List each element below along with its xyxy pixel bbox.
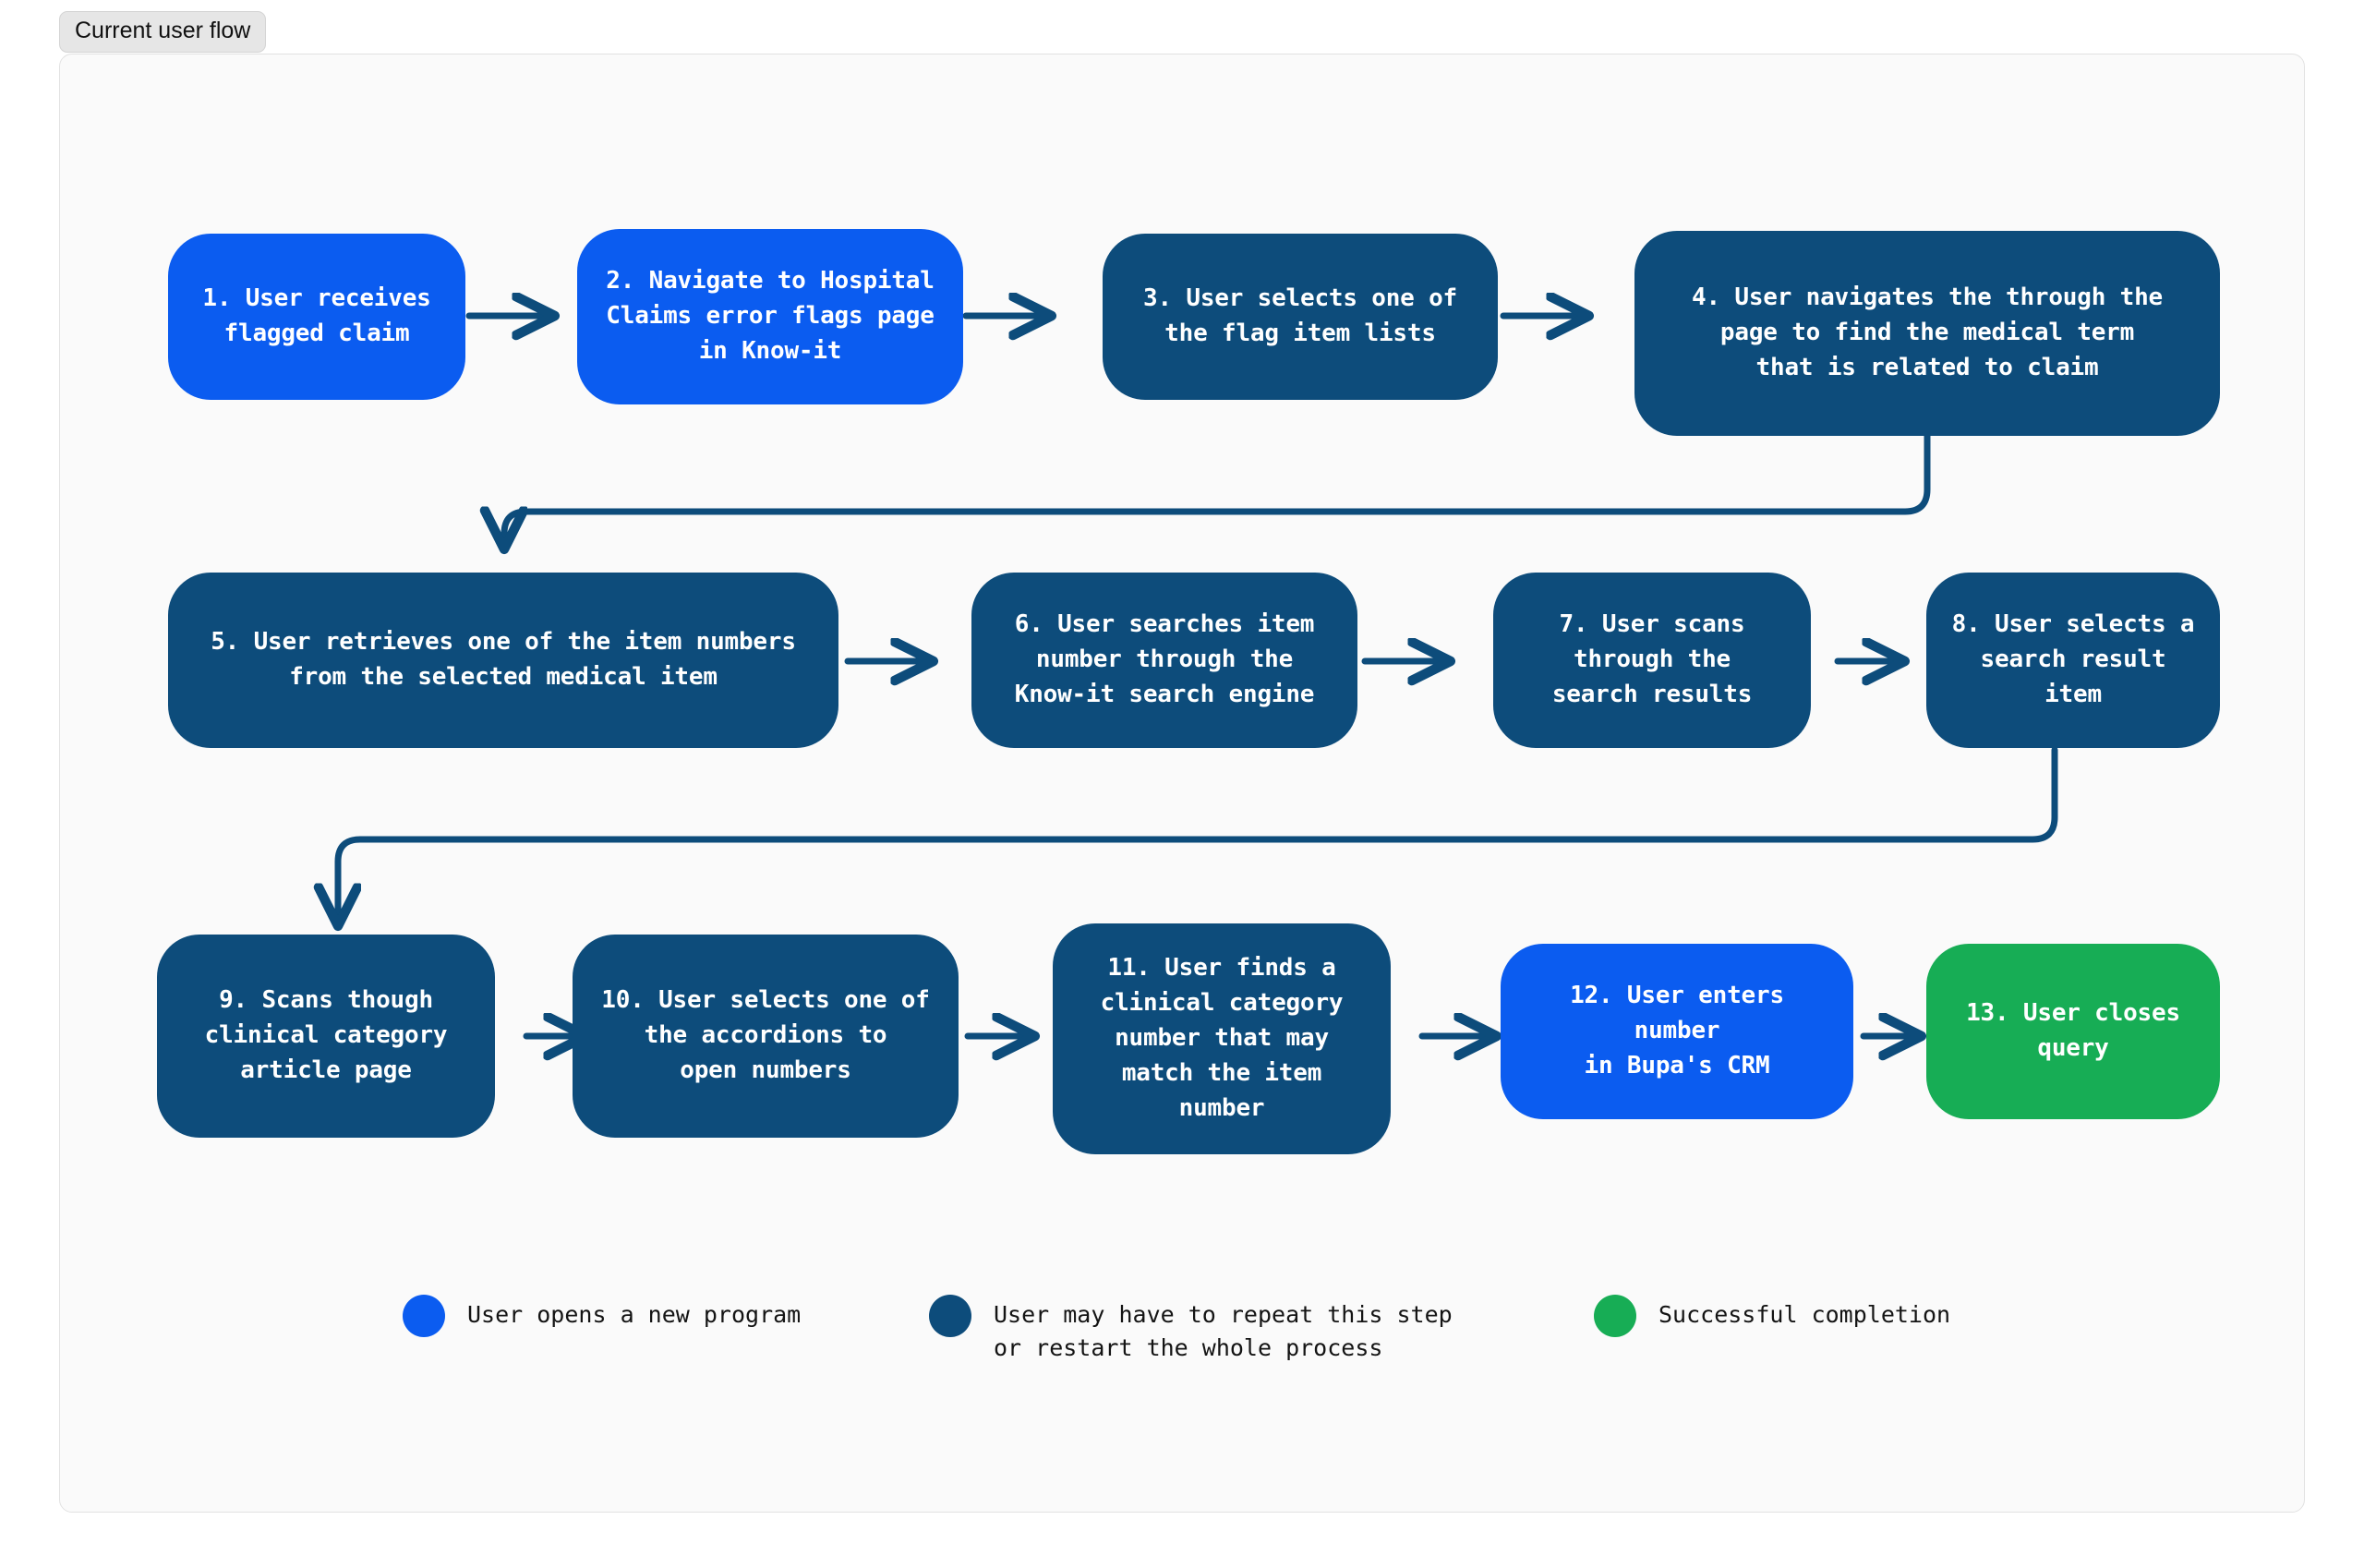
flow-node-6[interactable]: 6. User searches item number through the… <box>971 573 1357 748</box>
flow-node-12[interactable]: 12. User enters number in Bupa's CRM <box>1501 944 1853 1119</box>
legend-label-repeat: User may have to repeat this step or res… <box>994 1301 1453 1361</box>
legend-item-success: Successful completion <box>1594 1293 1950 1337</box>
flow-node-8[interactable]: 8. User selects a search result item <box>1926 573 2220 748</box>
legend-dot-success-icon <box>1594 1295 1636 1337</box>
diagram-title-chip[interactable]: Current user flow <box>59 11 267 53</box>
flow-node-10[interactable]: 10. User selects one of the accordions t… <box>573 935 959 1138</box>
legend-label-success: Successful completion <box>1658 1301 1951 1328</box>
flow-node-13[interactable]: 13. User closes query <box>1926 944 2220 1119</box>
legend-item-repeat: User may have to repeat this step or res… <box>929 1293 1453 1364</box>
flow-node-7[interactable]: 7. User scans through the search results <box>1493 573 1811 748</box>
legend: User opens a new program User may have t… <box>403 1293 2157 1394</box>
flow-node-2[interactable]: 2. Navigate to Hospital Claims error fla… <box>577 229 963 404</box>
flow-node-4[interactable]: 4. User navigates the through the page t… <box>1634 231 2220 436</box>
flow-node-1[interactable]: 1. User receives flagged claim <box>168 234 465 400</box>
flow-node-9[interactable]: 9. Scans though clinical category articl… <box>157 935 495 1138</box>
flow-node-5[interactable]: 5. User retrieves one of the item number… <box>168 573 838 748</box>
legend-item-program: User opens a new program <box>403 1293 801 1337</box>
legend-dot-program-icon <box>403 1295 445 1337</box>
flow-node-11[interactable]: 11. User finds a clinical category numbe… <box>1053 923 1391 1154</box>
flow-node-3[interactable]: 3. User selects one of the flag item lis… <box>1103 234 1498 400</box>
legend-label-program: User opens a new program <box>467 1301 802 1328</box>
legend-dot-repeat-icon <box>929 1295 971 1337</box>
